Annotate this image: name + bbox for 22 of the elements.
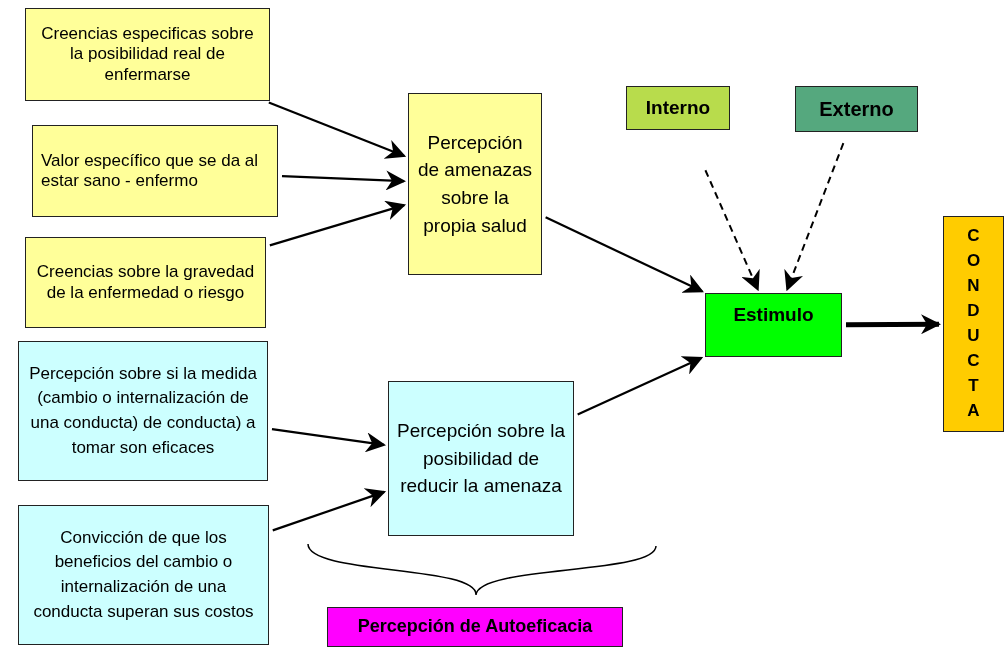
belief-box: Valor específico que se da al estar sano - enfermo (32, 125, 278, 217)
perception-box: Percepción de amenazas sobre la propia salud (408, 93, 542, 275)
arrow (577, 356, 704, 416)
arrow (269, 200, 407, 247)
dashed-arrow (784, 142, 845, 292)
stimulus-box: Estimulo (705, 293, 842, 357)
stimulus-source-box: Interno (626, 86, 730, 130)
belief-box: Creencias sobre la gravedad de la enfermedad o riesgo (25, 237, 266, 328)
perception-box: Percepción sobre la posibilidad de reducir la amenaza (388, 381, 574, 536)
belief-box: Percepción sobre si la medida (cambio o internalización de una conducta) de conducta) a tomar son eficaces (18, 341, 268, 481)
belief-box: Creencias especificas sobre la posibilidad real de enfermarse (25, 8, 270, 101)
dashed-arrow (704, 169, 760, 292)
behavior-box: CONDUCTA (943, 216, 1004, 432)
arrow (268, 101, 407, 159)
arrow (846, 314, 941, 335)
arrow (271, 428, 386, 453)
self-efficacy-box: Percepción de Autoeficacia (327, 607, 623, 647)
belief-box: Convicción de que los beneficios del cambio o internalización de una conducta superan sus costos (18, 505, 269, 645)
stimulus-source-box: Externo (795, 86, 918, 132)
arrow (281, 170, 406, 191)
arrow (545, 216, 704, 293)
arrow (272, 488, 387, 532)
